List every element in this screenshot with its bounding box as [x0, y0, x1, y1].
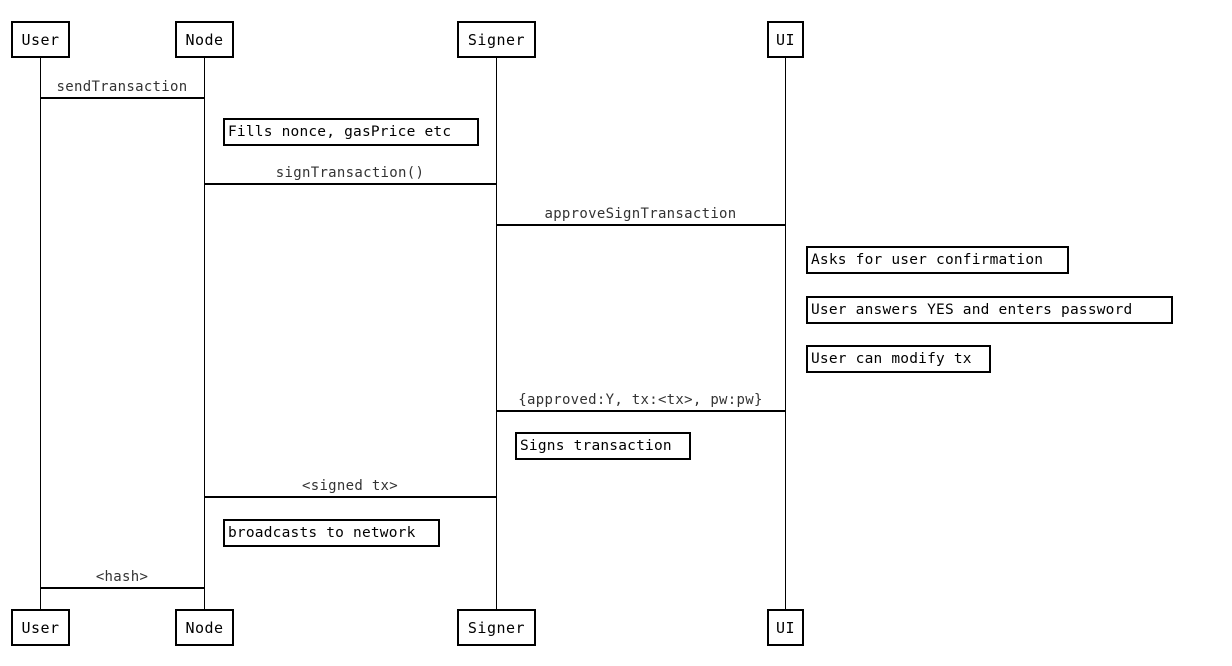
note-n4[interactable]: User can modify tx — [806, 345, 991, 373]
message-line-m2[interactable] — [204, 183, 496, 185]
message-label-m5: <signed tx> — [301, 478, 399, 494]
note-n5[interactable]: Signs transaction — [515, 432, 691, 460]
note-n1[interactable]: Fills nonce, gasPrice etc — [223, 118, 479, 146]
message-label-m1: sendTransaction — [56, 79, 188, 95]
participant-ui-head[interactable]: UI — [767, 21, 804, 58]
message-label-m3: approveSignTransaction — [544, 206, 737, 222]
note-text: Signs transaction — [520, 438, 672, 454]
note-n3[interactable]: User answers YES and enters password — [806, 296, 1173, 324]
participant-user-head[interactable]: User — [11, 21, 70, 58]
participant-signer-foot[interactable]: Signer — [457, 609, 536, 646]
message-line-m1[interactable] — [40, 97, 204, 99]
note-n6[interactable]: broadcasts to network — [223, 519, 440, 547]
participant-label: UI — [775, 30, 796, 49]
participant-ui-foot[interactable]: UI — [767, 609, 804, 646]
l-signer-lifeline — [496, 58, 497, 609]
message-label-m2: signTransaction() — [275, 165, 425, 181]
participant-label: Node — [185, 30, 224, 49]
participant-label: User — [21, 618, 60, 637]
l-node-lifeline — [204, 58, 205, 609]
participant-node-foot[interactable]: Node — [175, 609, 234, 646]
note-text: Fills nonce, gasPrice etc — [228, 124, 452, 140]
participant-label: UI — [775, 618, 796, 637]
participant-node-head[interactable]: Node — [175, 21, 234, 58]
participant-user-foot[interactable]: User — [11, 609, 70, 646]
note-text: broadcasts to network — [228, 525, 416, 541]
message-line-m4[interactable] — [496, 410, 785, 412]
message-line-m6[interactable] — [40, 587, 204, 589]
message-line-m5[interactable] — [204, 496, 496, 498]
participant-label: User — [21, 30, 60, 49]
note-text: Asks for user confirmation — [811, 252, 1044, 268]
note-text: User answers YES and enters password — [811, 302, 1133, 318]
message-line-m3[interactable] — [496, 224, 785, 226]
participant-label: Node — [185, 618, 224, 637]
participant-label: Signer — [467, 30, 526, 49]
note-n2[interactable]: Asks for user confirmation — [806, 246, 1069, 274]
l-ui-lifeline — [785, 58, 786, 609]
message-label-m4: {approved:Y, tx:<tx>, pw:pw} — [518, 392, 763, 408]
l-user-lifeline — [40, 58, 41, 609]
participant-label: Signer — [467, 618, 526, 637]
message-label-m6: <hash> — [95, 569, 149, 585]
note-text: User can modify tx — [811, 351, 972, 367]
participant-signer-head[interactable]: Signer — [457, 21, 536, 58]
